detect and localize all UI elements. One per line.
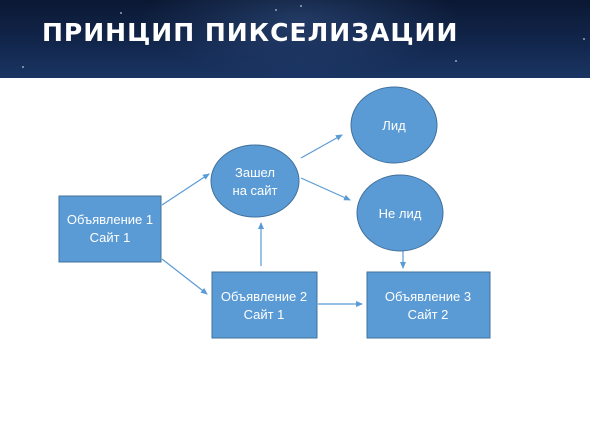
star xyxy=(455,60,457,62)
node-ad1-line2: Сайт 1 xyxy=(90,230,131,245)
node-visited: Зашел на сайт xyxy=(210,144,300,218)
node-lead-label: Лид xyxy=(382,118,406,133)
arrow-ad1-to-ad2 xyxy=(161,258,208,295)
node-visited-line2: на сайт xyxy=(233,183,278,198)
arrow-ad1-to-visited xyxy=(161,173,210,206)
star xyxy=(583,38,585,40)
node-ad3-line2: Сайт 2 xyxy=(408,307,449,322)
slide-title: ПРИНЦИП ПИКСЕЛИЗАЦИИ xyxy=(42,18,459,47)
node-ad2-line1: Объявление 2 xyxy=(221,289,307,304)
arrow-visited-to-lead xyxy=(300,134,343,159)
arrow-visited-to-notlead xyxy=(300,177,351,201)
node-ad2-line2: Сайт 1 xyxy=(244,307,285,322)
node-notlead-label: Не лид xyxy=(379,206,422,221)
node-ad3-line1: Объявление 3 xyxy=(385,289,471,304)
node-visited-line1: Зашел xyxy=(235,165,275,180)
star xyxy=(120,12,122,14)
star xyxy=(275,9,277,11)
slide-header: ПРИНЦИП ПИКСЕЛИЗАЦИИ xyxy=(0,0,590,78)
node-lead: Лид xyxy=(350,86,438,164)
header-glow xyxy=(140,0,460,78)
node-ad3: Объявление 3 Сайт 2 xyxy=(366,271,491,339)
star xyxy=(22,66,24,68)
node-notlead: Не лид xyxy=(356,174,444,252)
star xyxy=(300,5,302,7)
node-ad1: Объявление 1 Сайт 1 xyxy=(58,195,162,263)
node-ad1-line1: Объявление 1 xyxy=(67,212,153,227)
node-ad2: Объявление 2 Сайт 1 xyxy=(211,271,318,339)
